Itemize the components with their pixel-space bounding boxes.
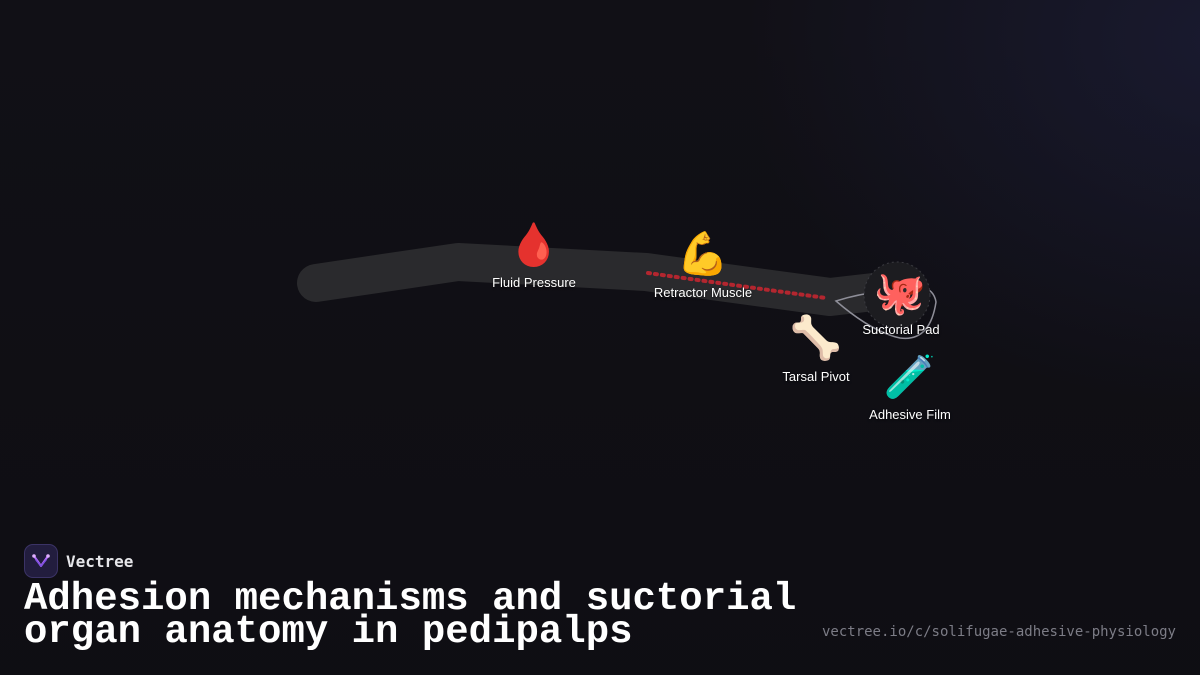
brand: Vectree <box>24 544 133 578</box>
test-tube-icon: 🧪 <box>883 352 937 401</box>
node-label-adhesive-film: Adhesive Film <box>869 407 951 422</box>
brand-name: Vectree <box>66 551 134 571</box>
node-label-tarsal-pivot: Tarsal Pivot <box>782 369 850 384</box>
blood-drop-icon: 🩸 <box>507 220 561 269</box>
vectree-logo-icon <box>24 544 58 578</box>
node-label-suctorial-pad: Suctorial Pad <box>862 322 940 337</box>
page-title: Adhesion mechanisms and suctorial organ … <box>24 577 797 654</box>
suctorial-pad-badge <box>863 261 931 329</box>
node-label-fluid-pressure: Fluid Pressure <box>492 275 576 290</box>
octopus-icon: 🐙 <box>873 268 927 317</box>
bone-icon: 🦴 <box>789 313 843 362</box>
page-url[interactable]: vectree.io/c/solifugae-adhesive-physiolo… <box>821 624 1176 640</box>
node-label-retractor-muscle: Retractor Muscle <box>653 285 753 300</box>
flexed-bicep-icon: 💪 <box>676 229 730 278</box>
dotted-link <box>646 271 828 300</box>
limb-path <box>297 243 919 316</box>
